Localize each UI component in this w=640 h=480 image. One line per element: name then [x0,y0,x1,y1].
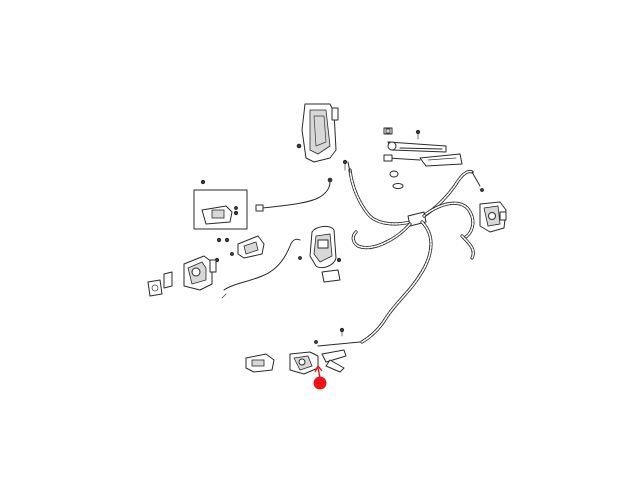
rear-latch-cable [360,220,433,344]
bracket-screw-1 [216,237,222,243]
rod-clip-small [383,127,393,135]
rod-grommet [389,170,404,189]
latch-seal [163,271,173,289]
callout-marker-dot [313,376,327,390]
front-door-latch [183,255,217,291]
main-release-cable [347,161,412,226]
lower-cable-clip [314,327,345,344]
lock-rod-bracket [387,141,447,153]
lower-release-rod [317,341,361,373]
rod-clip-screw [415,129,421,140]
lower-latch-bracket [289,351,319,375]
interior-handle [230,235,265,259]
release-rod-bracket [383,153,463,167]
interior-handle-carrier [309,225,342,269]
lower-left-cable [351,222,412,250]
inset-screw [200,179,206,185]
exterior-handle-bezel [301,103,339,163]
callout-marker [313,365,327,390]
inset-lock-switch [201,205,239,225]
rear-door-latch [479,201,507,233]
carrier-gasket [321,269,341,283]
latch-striker-plate [147,279,163,297]
inset-frame [193,189,248,230]
bezel-clip [342,159,348,171]
inside-handle-cable [221,238,302,299]
right-loop-cable [424,201,475,260]
bezel-screw [296,143,302,149]
bracket-screw-2 [224,237,230,243]
handle-release-cable [255,177,333,212]
lower-actuator [245,353,275,373]
